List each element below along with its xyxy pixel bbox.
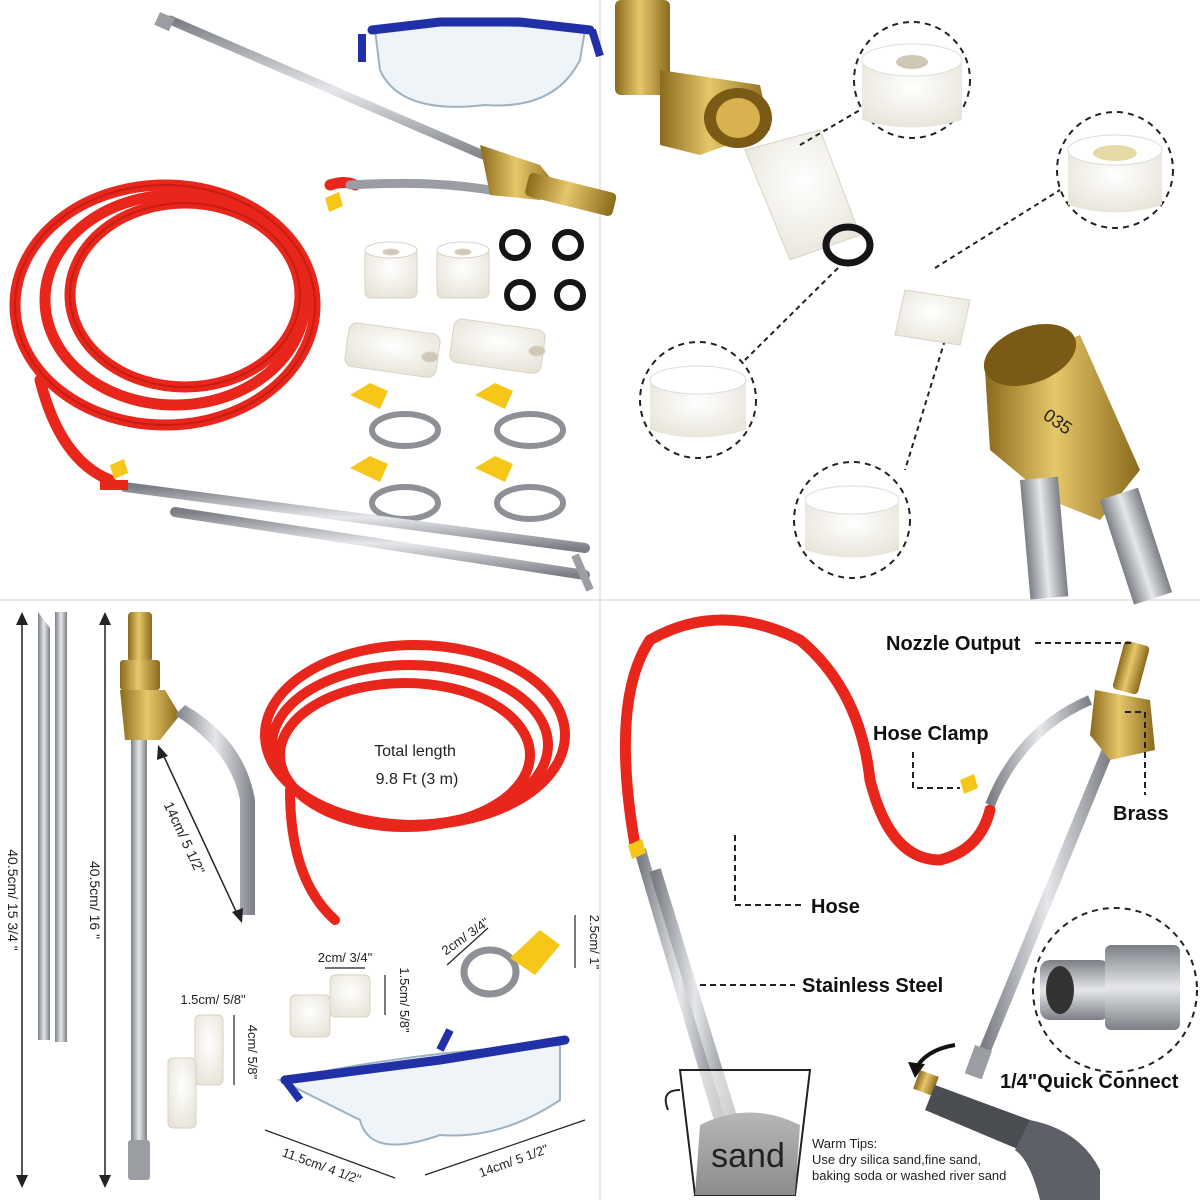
wand-length-label: 40.5cm/ 16 ": [87, 861, 103, 939]
dimension-rod-left: 40.5cm/ 15 3/4 ": [5, 612, 67, 1188]
svg-text:Brass: Brass: [1113, 803, 1169, 825]
o-rings: [499, 229, 586, 311]
filter-small-dims: 2cm/ 3/4" 1.5cm/ 5/8": [289, 950, 412, 1038]
callout-leaders: [744, 109, 1061, 471]
spray-gun: [913, 1070, 1100, 1200]
nozzle-filter-tube: [744, 129, 874, 267]
clamp-height-label: 2.5cm/ 1": [587, 915, 602, 970]
filter-callout-right: [1056, 111, 1174, 229]
loose-filter: [894, 289, 971, 346]
warm-tips-title: Warm Tips:: [812, 1136, 877, 1151]
clamp-dims: 2cm/ 3/4" 2.5cm/ 1": [439, 914, 602, 998]
hose-coil: [9, 177, 361, 486]
warm-tips-line2: baking soda or washed river sand: [812, 1168, 1006, 1183]
sandblast-wand-right: [960, 640, 1155, 1080]
dimension-wand: 40.5cm/ 16 ": [87, 612, 255, 1188]
total-length-label: Total length: [374, 743, 456, 760]
filter-small-width-label: 2cm/ 3/4": [318, 950, 373, 965]
warm-tips: Warm Tips: Use dry silica sand,fine sand…: [812, 1136, 1006, 1183]
filter-detail-panel: 035: [615, 0, 1174, 605]
usage-diagram-panel: Nozzle Output Hose Clamp Brass Hose Stai…: [619, 614, 1198, 1200]
suction-rods: [100, 459, 594, 592]
filter-long-height-label: 4cm/ 5/8": [245, 1025, 260, 1080]
goggles-length-label: 14cm/ 5 1/2": [477, 1141, 551, 1180]
hose-clamp-icon: [325, 192, 343, 212]
filter-callout-bottom: [793, 461, 911, 579]
filters-small: [364, 241, 490, 299]
hose-coil-center: [260, 640, 570, 925]
safety-goggles-dims: 11.5cm/ 4 1/2" 14cm/ 5 1/2": [264, 1028, 586, 1187]
callout-hose-clamp: Hose Clamp: [873, 723, 989, 789]
safety-goggles: [358, 17, 604, 108]
svg-text:Hose: Hose: [811, 896, 860, 918]
filter-long-width-label: 1.5cm/ 5/8": [180, 992, 246, 1007]
filter-long-dims: 1.5cm/ 5/8" 4cm/ 5/8": [167, 992, 260, 1129]
sand-bucket: sand: [664, 1069, 812, 1196]
bucket-label: sand: [711, 1137, 785, 1175]
hose-loop: [619, 614, 996, 866]
filter-callout-left: [639, 341, 757, 459]
rod-left-length-label: 40.5cm/ 15 3/4 ": [5, 849, 21, 951]
dimension-bend: 14cm/ 5 1/2": [157, 745, 243, 923]
callout-hose: Hose: [734, 835, 860, 918]
brass-y-fitting: 035: [983, 323, 1173, 605]
svg-text:Stainless Steel: Stainless Steel: [802, 975, 943, 997]
svg-text:Nozzle Output: Nozzle Output: [886, 633, 1021, 655]
filter-callout-top: [853, 21, 971, 139]
sandblast-wand-top: [154, 11, 617, 216]
callout-stainless-steel: Stainless Steel: [700, 975, 943, 997]
svg-text:1/4"Quick Connect: 1/4"Quick Connect: [1000, 1071, 1179, 1093]
callout-nozzle-output: Nozzle Output: [886, 633, 1132, 655]
filter-small-height-label: 1.5cm/ 5/8": [397, 967, 412, 1033]
kit-overview-panel: [9, 11, 617, 592]
dimensions-panel: 40.5cm/ 15 3/4 " 40.5cm/ 16 " 14cm/ 5 1/…: [5, 612, 602, 1188]
warm-tips-line1: Use dry silica sand,fine sand,: [812, 1152, 981, 1167]
callout-brass: Brass: [1113, 711, 1169, 825]
quick-connect-callout: 1/4"Quick Connect: [908, 907, 1198, 1093]
svg-text:Hose Clamp: Hose Clamp: [873, 723, 989, 745]
brass-nozzle: [615, 0, 772, 155]
hose-clamps: [350, 383, 566, 522]
filters-long: [344, 318, 546, 378]
total-length-value: 9.8 Ft (3 m): [376, 771, 459, 788]
